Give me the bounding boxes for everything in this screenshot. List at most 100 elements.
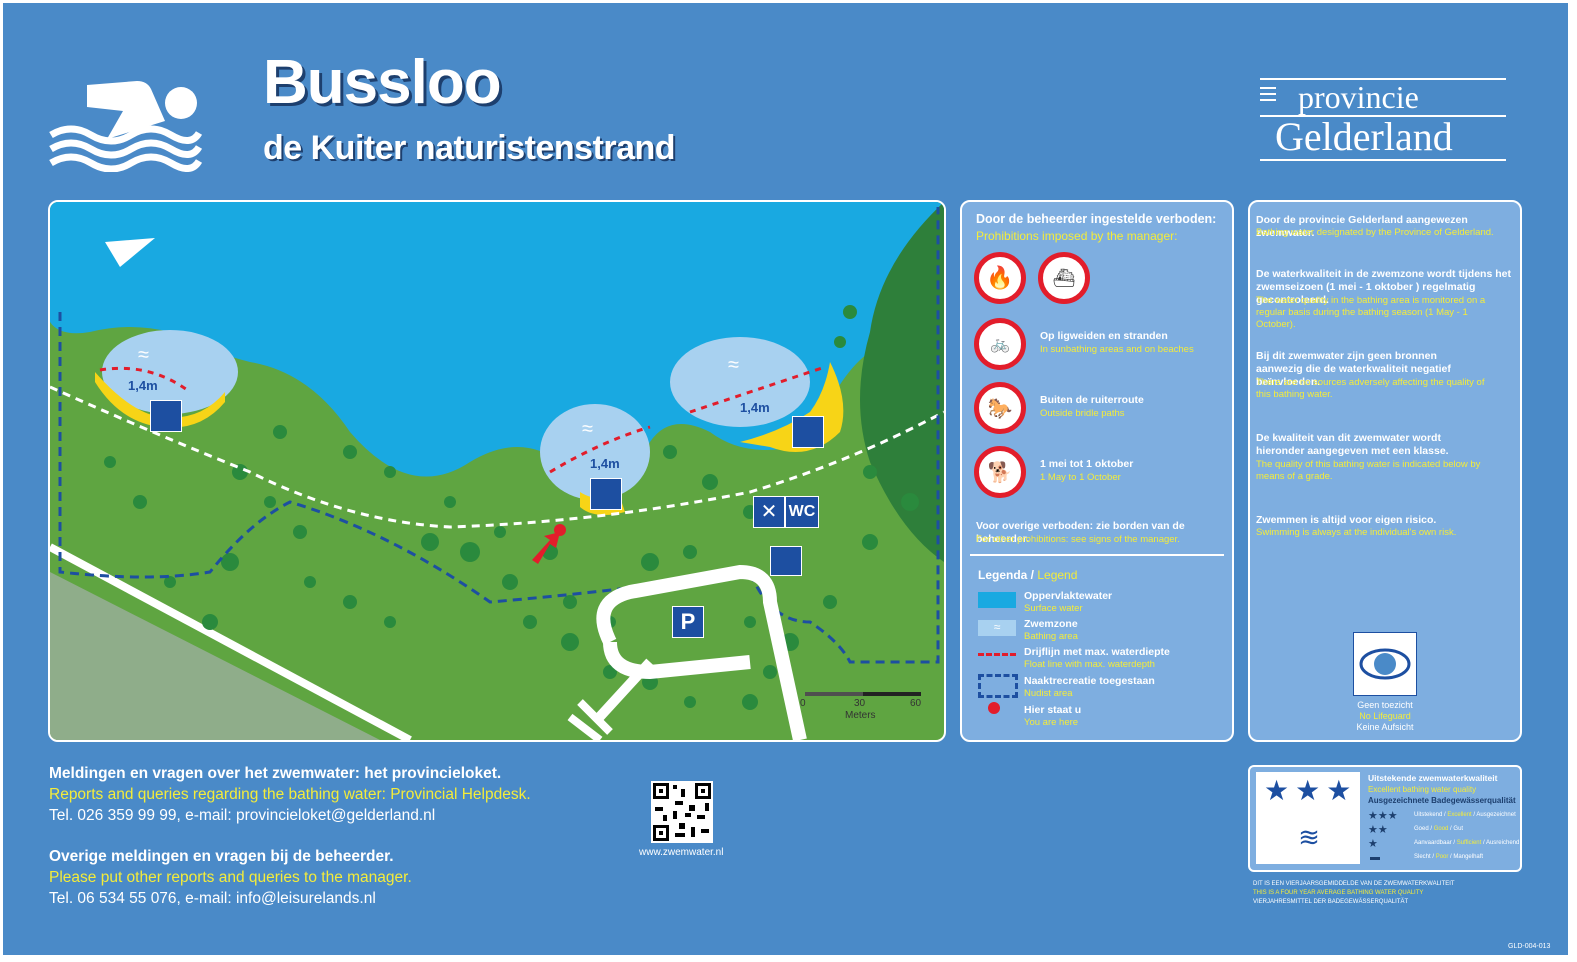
swimmer-logo-icon (49, 81, 203, 172)
quality-footnote-nl: DIT IS EEN VIERJAARSGEMIDDELDE VAN DE ZW… (1253, 881, 1455, 887)
no-lifeguard-nl: Geen toezicht (1357, 700, 1413, 710)
info-text: Bij dit zwemwater zijn geen bronnen aanw… (1256, 350, 1451, 388)
nudist-boundary (58, 207, 940, 664)
prohibitions-panel: Door de beheerder ingestelde verboden: P… (960, 200, 1234, 742)
legend-title-en: Legend (1037, 568, 1078, 582)
prohibition-label-en: Outside bridle paths (1040, 408, 1125, 419)
wc-icon: WC (785, 496, 819, 528)
forest-east (860, 202, 944, 562)
depth-label: 1,4m (128, 378, 158, 393)
nudist-area-icon (590, 478, 622, 510)
scale-bar-light (805, 692, 863, 696)
quality-box: ★★★ ≋ Uitstekende zwemwaterkwaliteit Exc… (1248, 765, 1522, 872)
legend-title-nl: Legenda / (978, 568, 1035, 582)
bathing-zone-middle (540, 404, 650, 500)
info-text-en: Bathing water designated by the Province… (1256, 227, 1494, 238)
quality-title-en: Excellent bathing water quality (1368, 785, 1477, 794)
divider (970, 554, 1224, 556)
prohibition-label-en: 1 May to 1 October (1040, 472, 1121, 483)
prohibitions-heading-en: Prohibitions imposed by the manager: (976, 229, 1178, 243)
prohibition-label: Op ligweiden en stranden (1040, 330, 1168, 342)
legend-you-are-here-icon (988, 702, 1000, 714)
no-dogs-icon: 🐕 (974, 446, 1026, 498)
parking-road (596, 564, 807, 740)
swim-zone-icon: ≈ (138, 344, 149, 366)
contact-line1-tel: Tel. 026 359 99 99, e-mail: provincielok… (49, 807, 436, 824)
prohibition-label-en: In sunbathing areas and on beaches (1040, 344, 1194, 355)
legend-label-en: You are here (1024, 717, 1079, 728)
grade-stars-1-icon: ★ (1368, 838, 1378, 850)
star-rating-icon: ★★★ (1264, 775, 1358, 806)
bicycle-icon (770, 546, 802, 576)
info-text: Door de provincie Gelderland aangewezen … (1256, 214, 1468, 239)
legend-swatch-water (978, 592, 1016, 608)
logo-rule-bottom (1260, 159, 1506, 161)
website-link[interactable]: www.zwemwater.nl (639, 847, 724, 858)
swim-zone-icon: ≈ (582, 418, 593, 440)
scale-bar-dark (863, 692, 921, 696)
grade-stars-2-icon: ★★ (1368, 824, 1388, 836)
road-crossing (567, 699, 613, 740)
footpath (50, 385, 944, 529)
info-text: De waterkwaliteit in de zwemzone wordt t… (1256, 268, 1511, 306)
legend-title: Legenda / Legend (978, 568, 1077, 582)
info-text: De kwaliteit van dit zwemwater wordt hie… (1256, 432, 1449, 457)
depth-label: 1,4m (590, 456, 620, 471)
parking-loop (603, 641, 751, 680)
no-lifeguard-en: No Lifeguard (1359, 711, 1411, 721)
quality-title-de: Ausgezeichnete Badegewässerqualität (1368, 796, 1516, 805)
road-west (50, 543, 412, 740)
no-boats-icon: ⛴ (1038, 252, 1090, 304)
info-panel: Door de provincie Gelderland aangewezen … (1248, 200, 1522, 742)
other-prohibitions-en: For other prohibitions: see signs of the… (976, 534, 1180, 545)
you-are-here-arrow-icon (532, 532, 560, 564)
grey-area (50, 572, 380, 740)
quality-title-nl: Uitstekende zwemwaterkwaliteit (1368, 773, 1498, 783)
nudist-area-icon (150, 400, 182, 432)
contact-line2-en: Please put other reports and queries to … (49, 869, 412, 886)
grade-row: Uitstekend / Excellent / Ausgezeichnet (1414, 812, 1516, 818)
float-line-west (99, 366, 191, 394)
bathing-zone-east (670, 337, 810, 427)
quality-badge: ★★★ ≋ (1256, 772, 1360, 864)
grade-stars-3-icon: ★★★ (1368, 810, 1398, 822)
restaurant-icon: ✕ (753, 496, 785, 528)
quality-footnote-de: VIERJAHRESMITTEL DER BADEGEWÄSSERQUALITÄ… (1253, 899, 1409, 905)
info-text-en: The water quality in the bathing area is… (1256, 295, 1486, 330)
logo-lines-icon (1260, 87, 1276, 89)
legend-label: Zwemzone (1024, 618, 1078, 630)
legend-swatch-bathing-icon: ≈ (978, 620, 1016, 636)
float-line-middle (549, 425, 651, 474)
no-lifeguard-de: Keine Aufsicht (1356, 722, 1414, 732)
qr-code[interactable] (651, 781, 713, 843)
swim-zone-icon: ≈ (728, 354, 739, 376)
legend-label: Naaktrecreatie toegestaan (1024, 675, 1155, 687)
grade-row: Aanvaardbaar / Sufficient / Ausreichend (1414, 840, 1520, 846)
no-horses-icon: 🐎 (974, 382, 1026, 434)
logo-rule-top (1260, 78, 1506, 80)
nudist-area-icon (792, 416, 824, 448)
scale-unit: Meters (845, 710, 876, 721)
info-text: Zwemmen is altijd voor eigen risico. (1256, 514, 1437, 526)
sign-board: Bussloo de Kuiter naturistenstrand provi… (3, 3, 1568, 955)
info-text-en: Swimming is always at the individual's o… (1256, 527, 1457, 538)
grade-row: Slecht / Poor / Mangelhaft (1414, 854, 1484, 860)
float-line-east (689, 365, 826, 414)
scale-tick: 30 (854, 698, 866, 709)
quality-footnote-en: THIS IS A FOUR YEAR AVERAGE BATHING WATE… (1253, 890, 1424, 896)
prohibition-label: Buiten de ruiterroute (1040, 394, 1144, 406)
beach-west (95, 372, 225, 428)
legend-label-en: Float line with max. waterdepth (1024, 659, 1155, 670)
grade-poor-icon (1370, 857, 1380, 860)
north-arrow-icon (105, 238, 155, 267)
logo-provincie: provincie (1298, 79, 1419, 115)
legend-label: Drijflijn met max. waterdiepte (1024, 646, 1170, 658)
no-fire-icon: 🔥 (974, 252, 1026, 304)
grade-row: Goed / Good / Gut (1414, 826, 1464, 832)
bathing-zone-west (102, 330, 238, 414)
contact-line2: Overige meldingen en vragen bij de behee… (49, 848, 394, 865)
legend-label-en: Bathing area (1024, 631, 1078, 642)
map-drawing (50, 202, 944, 740)
prohibitions-heading: Door de beheerder ingestelde verboden: (976, 212, 1217, 226)
contact-line1: Meldingen en vragen over het zwemwater: … (49, 765, 502, 782)
